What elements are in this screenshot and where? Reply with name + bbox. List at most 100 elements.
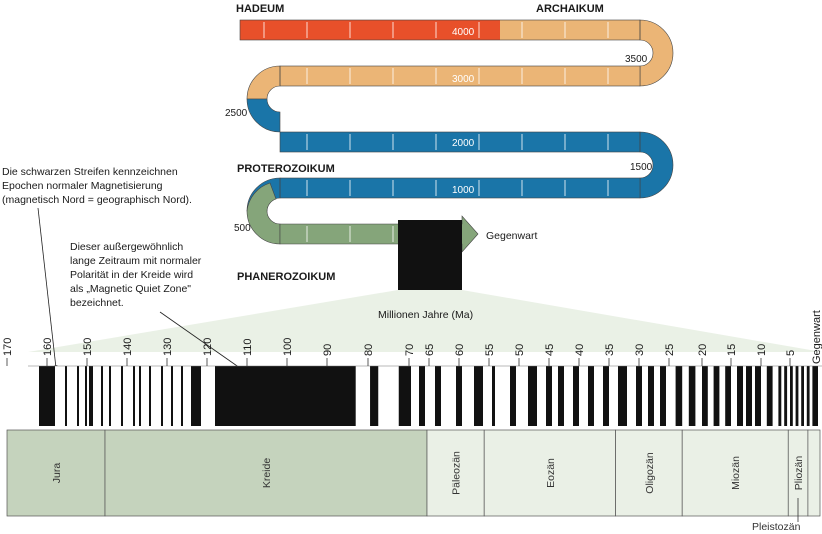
- normal-polarity-stripe: [85, 366, 87, 426]
- leader-line-stripes: [37, 207, 57, 369]
- epoch-oligozän: Oligozän: [615, 429, 683, 517]
- normal-polarity-stripe: [746, 366, 752, 426]
- normal-polarity-stripe: [474, 366, 483, 426]
- normal-polarity-stripe: [77, 366, 79, 426]
- normal-polarity-stripe: [784, 366, 788, 426]
- eon-label-hadeum: HADEUM: [236, 3, 284, 15]
- scale-tick-label: 10: [756, 344, 768, 356]
- normal-polarity-stripe: [181, 366, 183, 426]
- age-label-3000: 3000: [452, 74, 475, 85]
- present-label: Gegenwart: [486, 230, 537, 242]
- scale-tick-label: 60: [454, 344, 466, 356]
- normal-polarity-stripe: [755, 366, 761, 426]
- normal-polarity-stripe: [528, 366, 537, 426]
- scale-tick-label: 80: [363, 344, 375, 356]
- scale-tick-label: 65: [424, 344, 436, 356]
- scale-tick-label: 130: [162, 338, 174, 356]
- normal-polarity-stripe: [39, 366, 55, 426]
- normal-polarity-stripe: [790, 366, 793, 426]
- normal-polarity-stripe: [778, 366, 782, 426]
- epoch-miozän: Miozän: [681, 429, 789, 517]
- eon-label-proterozoikum: PROTEROZOIKUM: [237, 163, 335, 175]
- normal-polarity-stripe: [573, 366, 579, 426]
- epoch-jura: Jura: [6, 429, 106, 517]
- epoch-label: Eozän: [545, 458, 557, 488]
- age-label-2000: 2000: [452, 138, 475, 149]
- scale-tick-label: 20: [697, 344, 709, 356]
- normal-polarity-stripe: [806, 366, 810, 426]
- normal-polarity-stripe: [558, 366, 564, 426]
- epoch-label: Miozän: [730, 456, 742, 490]
- normal-polarity-stripe: [801, 366, 804, 426]
- age-label-1000: 1000: [452, 185, 475, 196]
- zoom-wedge: [28, 290, 822, 352]
- scale-present-label: Gegenwart: [811, 310, 822, 364]
- scale-tick-label: 120: [202, 338, 214, 356]
- proterozoic-row3: [280, 132, 640, 152]
- epoch-label: Kreide: [261, 458, 273, 489]
- turn-2-bottom: [246, 98, 281, 133]
- pleistocene-label: Pleistozän: [752, 521, 801, 533]
- scale-tick-label: 110: [242, 338, 254, 356]
- scale-tick-label: 25: [664, 344, 676, 356]
- normal-polarity-stripe: [725, 366, 731, 426]
- normal-polarity-stripe: [660, 366, 666, 426]
- scale-tick-label: 45: [544, 344, 556, 356]
- normal-polarity-stripe: [588, 366, 594, 426]
- scale-tick-label: 90: [322, 344, 334, 356]
- scale-tick-label: 5: [785, 350, 797, 356]
- normal-polarity-stripe: [636, 366, 642, 426]
- svg-text:bezeichnet.: bezeichnet.: [70, 297, 124, 309]
- svg-text:Dieser außergewöhnlich: Dieser außergewöhnlich: [70, 241, 183, 253]
- hadean-segment: [240, 20, 500, 40]
- eon-label-phanerozoikum: PHANEROZOIKUM: [237, 271, 335, 283]
- normal-polarity-stripe: [435, 366, 441, 426]
- note-quiet-zone: Dieser außergewöhnlich lange Zeitraum mi…: [70, 241, 202, 309]
- normal-polarity-stripe: [191, 366, 201, 426]
- scale-tick-label: 40: [574, 344, 586, 356]
- age-label-3500: 3500: [625, 54, 648, 65]
- normal-polarity-stripe: [149, 366, 151, 426]
- normal-polarity-stripe: [161, 366, 163, 426]
- scale-tick-label: 140: [122, 338, 134, 356]
- epoch-kreide: Kreide: [104, 429, 428, 517]
- epoch-label: Jura: [51, 463, 63, 484]
- turn-2-top: [246, 65, 281, 100]
- age-label-2500: 2500: [225, 108, 248, 119]
- svg-text:als „Magnetic Quiet Zone": als „Magnetic Quiet Zone": [70, 283, 191, 295]
- scale-tick-label: 70: [404, 344, 416, 356]
- scale-tick-label: 170: [2, 338, 14, 356]
- normal-polarity-stripe: [702, 366, 708, 426]
- normal-polarity-stripe: [171, 366, 173, 426]
- age-label-500: 500: [234, 223, 251, 234]
- normal-polarity-stripe: [121, 366, 123, 426]
- normal-polarity-stripe: [101, 366, 103, 426]
- normal-polarity-stripe: [688, 366, 696, 426]
- normal-polarity-stripe: [215, 366, 356, 426]
- note-black-stripes: Die schwarzen Streifen kennzeichnen Epoc…: [2, 166, 192, 206]
- normal-polarity-stripe: [133, 366, 135, 426]
- eon-label-archaikum: ARCHAIKUM: [536, 3, 604, 15]
- polarity-strip: [39, 366, 818, 426]
- age-label-1500: 1500: [630, 162, 653, 173]
- svg-text:lange Zeitraum mit normaler: lange Zeitraum mit normaler: [70, 255, 202, 267]
- normal-polarity-stripe: [370, 366, 379, 426]
- age-label-4000: 4000: [452, 27, 475, 38]
- turn-3: [639, 131, 674, 199]
- normal-polarity-stripe: [546, 366, 552, 426]
- epoch-label: Oligozän: [644, 452, 656, 494]
- svg-text:(magnetisch Nord = geographisc: (magnetisch Nord = geographisch Nord).: [2, 194, 192, 206]
- scale-tick-label: 55: [484, 344, 496, 356]
- normal-polarity-stripe: [65, 366, 67, 426]
- svg-text:Polarität in der Kreide wird: Polarität in der Kreide wird: [70, 269, 193, 281]
- normal-polarity-stripe: [398, 366, 411, 426]
- normal-polarity-stripe: [766, 366, 773, 426]
- epoch-label: Pliozän: [793, 456, 805, 491]
- turn-4-phanerozoic: [246, 182, 281, 245]
- svg-text:Epochen normaler Magnetisierun: Epochen normaler Magnetisierung: [2, 180, 163, 192]
- normal-polarity-stripe: [618, 366, 627, 426]
- scale-tick-label: 50: [514, 344, 526, 356]
- normal-polarity-stripe: [419, 366, 425, 426]
